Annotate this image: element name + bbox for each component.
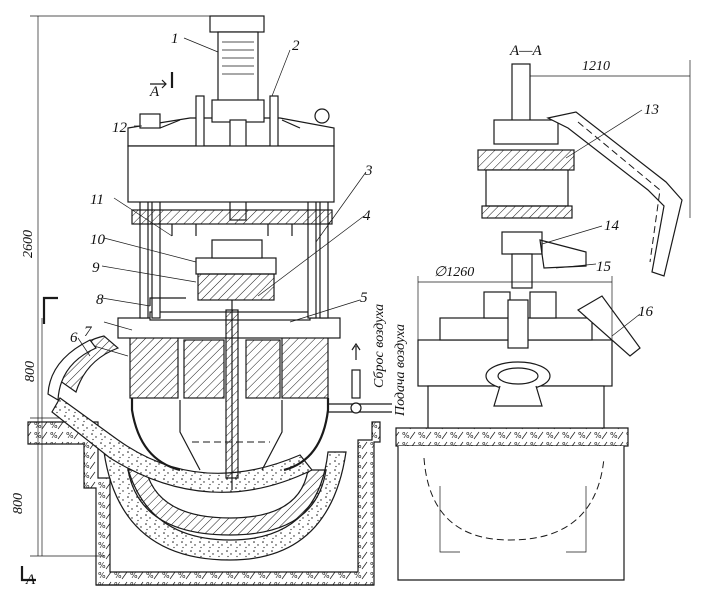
dim-height-lower: 800 xyxy=(11,493,26,514)
swing-arm xyxy=(546,111,683,277)
section-label: A—A xyxy=(509,43,543,59)
callout-4: 4 xyxy=(363,208,371,224)
stud-left xyxy=(483,291,511,319)
air-release-label: Сброс воздуха xyxy=(372,304,387,388)
moving-platen xyxy=(131,209,333,225)
callout-13: 13 xyxy=(644,102,659,118)
lid-block-left xyxy=(129,335,179,399)
callout-12: 12 xyxy=(112,120,128,136)
section-marker-top: A xyxy=(149,84,160,100)
dim-height-total: 2600 xyxy=(21,230,36,258)
cylinder-cap xyxy=(209,15,265,33)
callout-5: 5 xyxy=(360,290,368,306)
section-mark-top xyxy=(42,296,58,324)
callout-7: 7 xyxy=(84,324,93,340)
clamp-side xyxy=(501,231,543,255)
callout-11: 11 xyxy=(90,192,104,208)
refractory-lining xyxy=(103,451,347,561)
callout-15: 15 xyxy=(596,259,612,275)
center-shaft-side xyxy=(507,299,529,349)
air-supply-label: Подача воздуха xyxy=(393,324,408,417)
dim-diameter: ∅1260 xyxy=(434,265,474,280)
callout-14: 14 xyxy=(604,218,620,234)
callout-3: 3 xyxy=(364,163,373,179)
cylinder-side xyxy=(511,63,531,125)
head-block xyxy=(493,119,559,145)
foundation-right xyxy=(395,427,629,447)
upper-plate-side xyxy=(477,149,575,171)
cylinder-base xyxy=(211,99,265,123)
dim-width-right: 1210 xyxy=(582,59,610,74)
funnel-rim xyxy=(485,361,551,391)
ram-block-left xyxy=(183,339,225,399)
coupling xyxy=(211,239,263,259)
callout-9: 9 xyxy=(92,260,100,276)
callout-10: 10 xyxy=(90,232,106,248)
upper-frame xyxy=(127,145,335,203)
callout-labels: 1 2 3 4 5 6 7 8 9 10 11 12 13 14 15 16 A… xyxy=(11,31,659,588)
pit-right xyxy=(397,446,625,581)
ram-block-right xyxy=(245,339,281,399)
crucible-body xyxy=(127,469,327,536)
pulley-right xyxy=(314,108,330,124)
callout-8: 8 xyxy=(96,292,104,308)
air-valve xyxy=(350,402,362,414)
callout-1: 1 xyxy=(171,31,179,47)
callout-2: 2 xyxy=(292,38,300,54)
nut-left xyxy=(139,113,161,129)
dim-height-upper: 800 xyxy=(23,361,38,382)
callout-16: 16 xyxy=(638,304,654,320)
section-aa-view xyxy=(395,60,691,581)
rod-side xyxy=(511,253,533,289)
hinged-door xyxy=(576,295,641,357)
gear-housing xyxy=(195,257,277,275)
main-section-view xyxy=(20,15,392,586)
drive-block xyxy=(197,273,275,301)
hydraulic-cylinder xyxy=(217,31,259,103)
lower-plate-side xyxy=(481,205,573,219)
spout-lip xyxy=(47,339,97,402)
mid-frame-side xyxy=(485,169,569,207)
air-valve-stem xyxy=(351,369,361,399)
stud-right xyxy=(529,291,557,319)
lid-block-right xyxy=(281,335,329,399)
section-marker-bottom: A xyxy=(25,572,36,588)
callout-6: 6 xyxy=(70,330,78,346)
chamber-walls xyxy=(130,398,330,472)
